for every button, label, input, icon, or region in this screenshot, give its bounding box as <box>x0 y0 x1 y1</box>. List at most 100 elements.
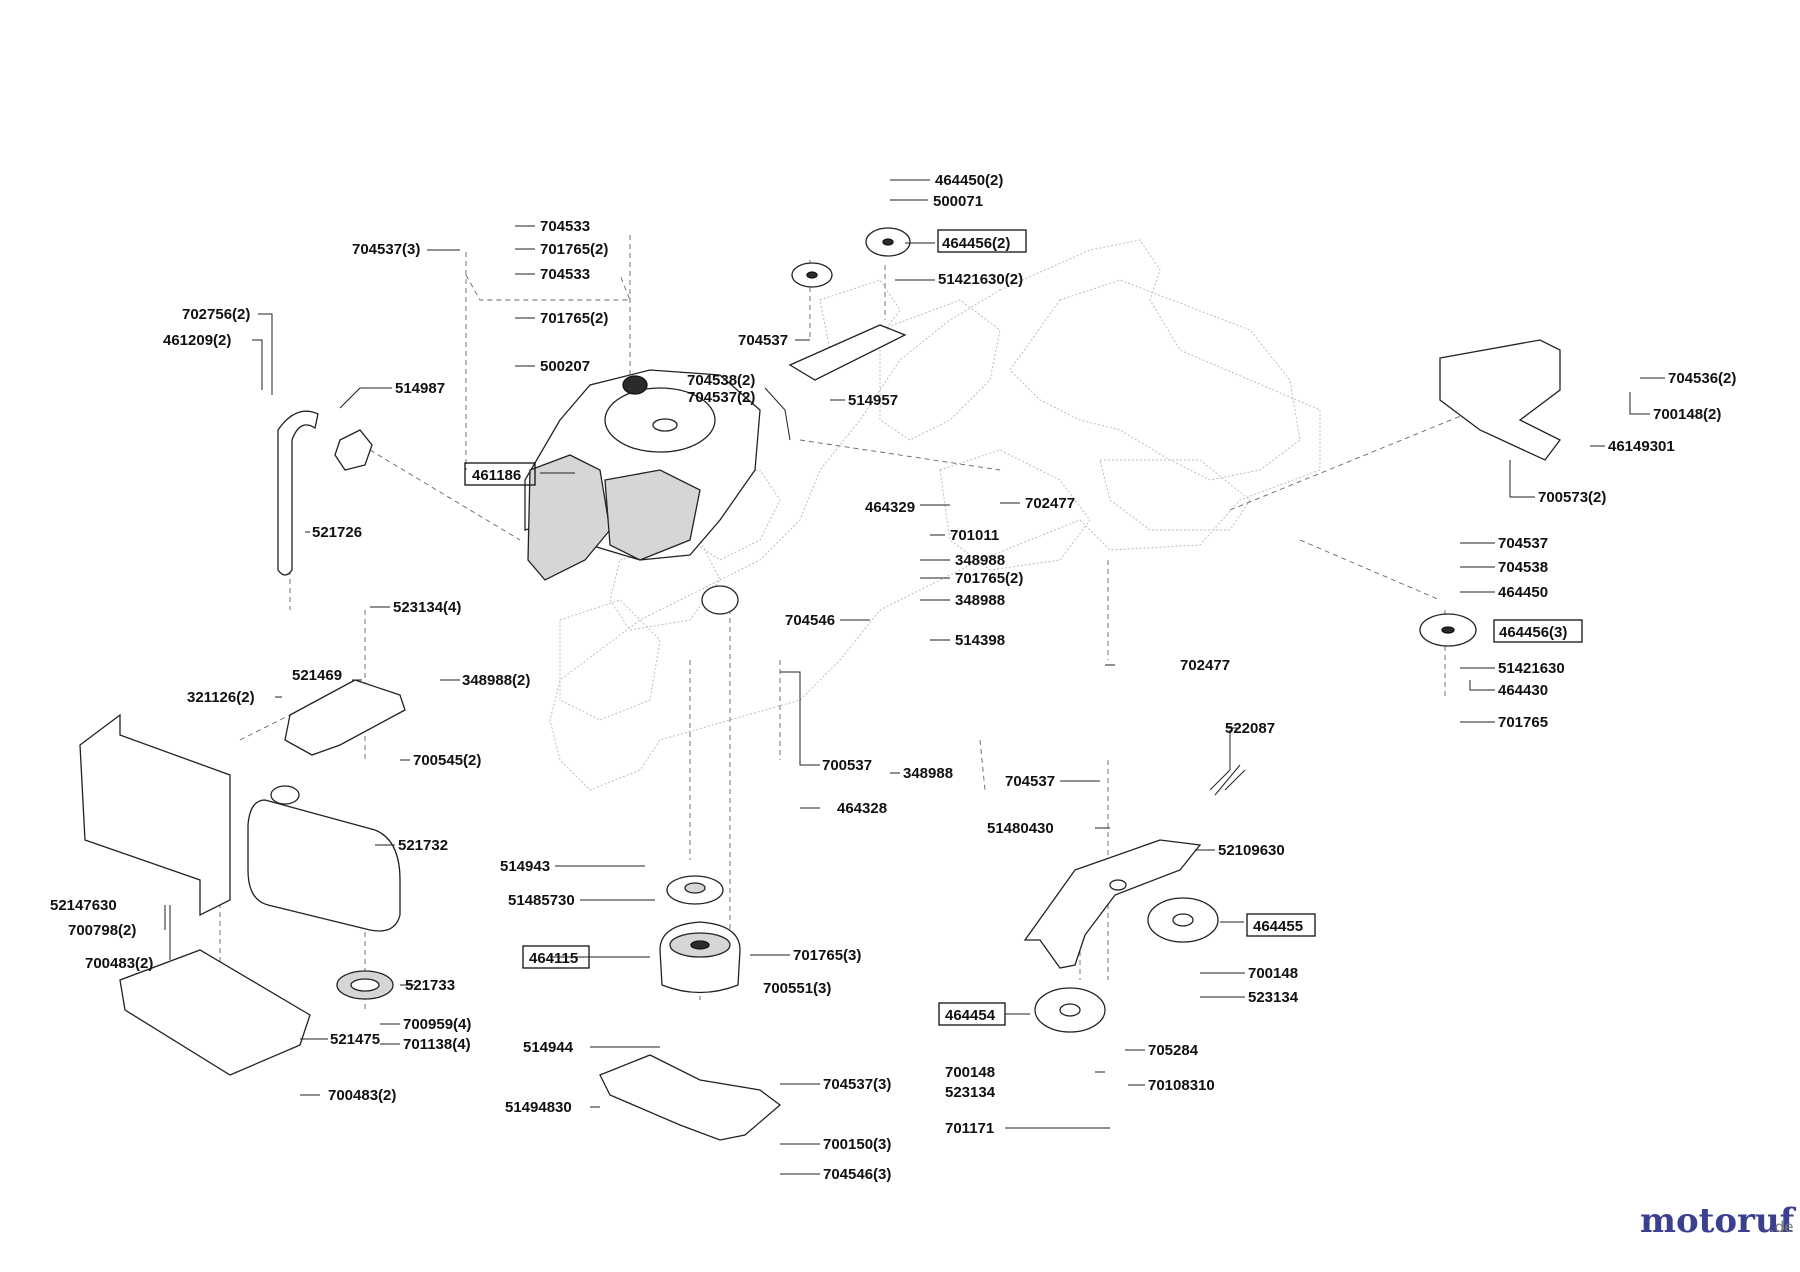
pulley-464456-a <box>791 262 833 288</box>
bracket-514957 <box>788 324 907 381</box>
part-label: 464456(2) <box>942 235 1010 252</box>
bracket-521469 <box>284 679 406 756</box>
part-label: 321126(2) <box>187 689 255 706</box>
part-label: 522087 <box>1225 720 1275 737</box>
part-label: 70108310 <box>1148 1077 1215 1094</box>
part-label-box <box>522 945 590 969</box>
pulley-464454 <box>1034 987 1106 1033</box>
pulley-51485730 <box>666 875 724 905</box>
chassis-frame <box>549 239 1321 791</box>
part-label: 51494830 <box>505 1099 572 1116</box>
part-label: 704537(3) <box>823 1076 891 1093</box>
part-label: 348988(2) <box>462 672 530 689</box>
part-label: 464455 <box>1253 918 1303 935</box>
part-label: 46149301 <box>1608 438 1675 455</box>
brand-name: motoruf <box>1640 1201 1797 1241</box>
part-label: 702477 <box>1025 495 1075 512</box>
engine-461186 <box>524 369 761 615</box>
part-label: 700148 <box>945 1064 995 1081</box>
part-label: 51421630(2) <box>938 271 1023 288</box>
part-label: 52147630 <box>50 897 117 914</box>
part-label: 700150(3) <box>823 1136 891 1153</box>
part-label: 701011 <box>950 527 999 544</box>
part-label: 52109630 <box>1218 842 1285 859</box>
leader-lines <box>164 179 1665 1175</box>
part-label: 700537 <box>822 757 872 774</box>
part-label: 704537 <box>1498 535 1548 552</box>
part-label: 701765(2) <box>540 310 608 327</box>
part-label: 700483(2) <box>328 1087 396 1104</box>
part-label: 701765(2) <box>540 241 608 258</box>
part-label: 700148 <box>1248 965 1298 982</box>
part-label: 700798(2) <box>68 922 136 939</box>
part-label: 700959(4) <box>403 1016 471 1033</box>
idler-arm-52109630 <box>1023 839 1202 969</box>
part-label: 701765 <box>1498 714 1548 731</box>
part-label: 704546(3) <box>823 1166 891 1183</box>
part-label: 461209(2) <box>163 332 231 349</box>
part-label: 521726 <box>312 524 362 541</box>
part-label: 704537 <box>738 332 788 349</box>
part-label-box <box>938 1002 1006 1026</box>
part-label: 464115 <box>529 950 578 967</box>
part-label: 348988 <box>955 592 1005 609</box>
part-label: 464329 <box>865 499 915 516</box>
part-label: 701171 <box>945 1120 994 1137</box>
part-label: 702756(2) <box>182 306 250 323</box>
part-label: 51421630 <box>1498 660 1565 677</box>
part-label: 704537(3) <box>352 241 420 258</box>
brand-logo: motoruf .de <box>1640 1201 1797 1241</box>
part-label-box <box>937 229 1027 253</box>
pulley-464456-c <box>1419 613 1477 647</box>
part-label-box <box>1246 913 1316 937</box>
part-label: 701765(2) <box>955 570 1023 587</box>
part-label: 704546 <box>785 612 835 629</box>
part-label: 700573(2) <box>1538 489 1606 506</box>
part-label: 704533 <box>540 266 590 283</box>
part-label-box <box>464 462 536 486</box>
part-label: 700148(2) <box>1653 406 1721 423</box>
part-label: 464430 <box>1498 682 1548 699</box>
part-label: 704538(2) <box>687 372 755 389</box>
part-label: 500207 <box>540 358 590 375</box>
part-label: 701138(4) <box>403 1036 471 1053</box>
part-label: 704538 <box>1498 559 1548 576</box>
part-label: 704537 <box>1005 773 1055 790</box>
part-label: 51480430 <box>987 820 1054 837</box>
part-label: 464450(2) <box>935 172 1003 189</box>
part-label: 700551(3) <box>763 980 831 997</box>
part-label: 701765(3) <box>793 947 861 964</box>
part-label: 514943 <box>500 858 550 875</box>
part-label: 464456(3) <box>1499 624 1567 641</box>
part-label: 464454 <box>945 1007 996 1024</box>
part-label: 514987 <box>395 380 445 397</box>
part-label: 702477 <box>1180 657 1230 674</box>
part-label: 700483(2) <box>85 955 153 972</box>
spring-522087 <box>1209 764 1246 796</box>
part-label: 51485730 <box>508 892 575 909</box>
part-label: 348988 <box>955 552 1005 569</box>
pulley-464455 <box>1147 897 1219 943</box>
part-label: 514957 <box>848 392 898 409</box>
part-label: 523134 <box>1248 989 1299 1006</box>
part-label: 704537(2) <box>687 389 755 406</box>
bracket-51494830 <box>599 1054 782 1141</box>
exhaust-pipe-521726 <box>277 410 373 576</box>
part-label: 521732 <box>398 837 448 854</box>
part-label: 500071 <box>933 193 983 210</box>
part-label: 521475 <box>330 1031 380 1048</box>
heat-shield-52147630 <box>79 713 311 1076</box>
part-labels: 464450(2) 500071 464456(2) 51421630(2) 7… <box>50 172 1736 1183</box>
pulley-464456-b <box>865 227 911 257</box>
part-label: 523134 <box>945 1084 996 1101</box>
part-label: 514944 <box>523 1039 574 1056</box>
part-label: 348988 <box>903 765 953 782</box>
part-label: 464450 <box>1498 584 1548 601</box>
part-label: 704536(2) <box>1668 370 1736 387</box>
part-label: 704533 <box>540 218 590 235</box>
part-label: 700545(2) <box>413 752 481 769</box>
part-label: 523134(4) <box>393 599 461 616</box>
part-label-box <box>1493 619 1583 643</box>
part-label: 461186 <box>472 467 521 484</box>
